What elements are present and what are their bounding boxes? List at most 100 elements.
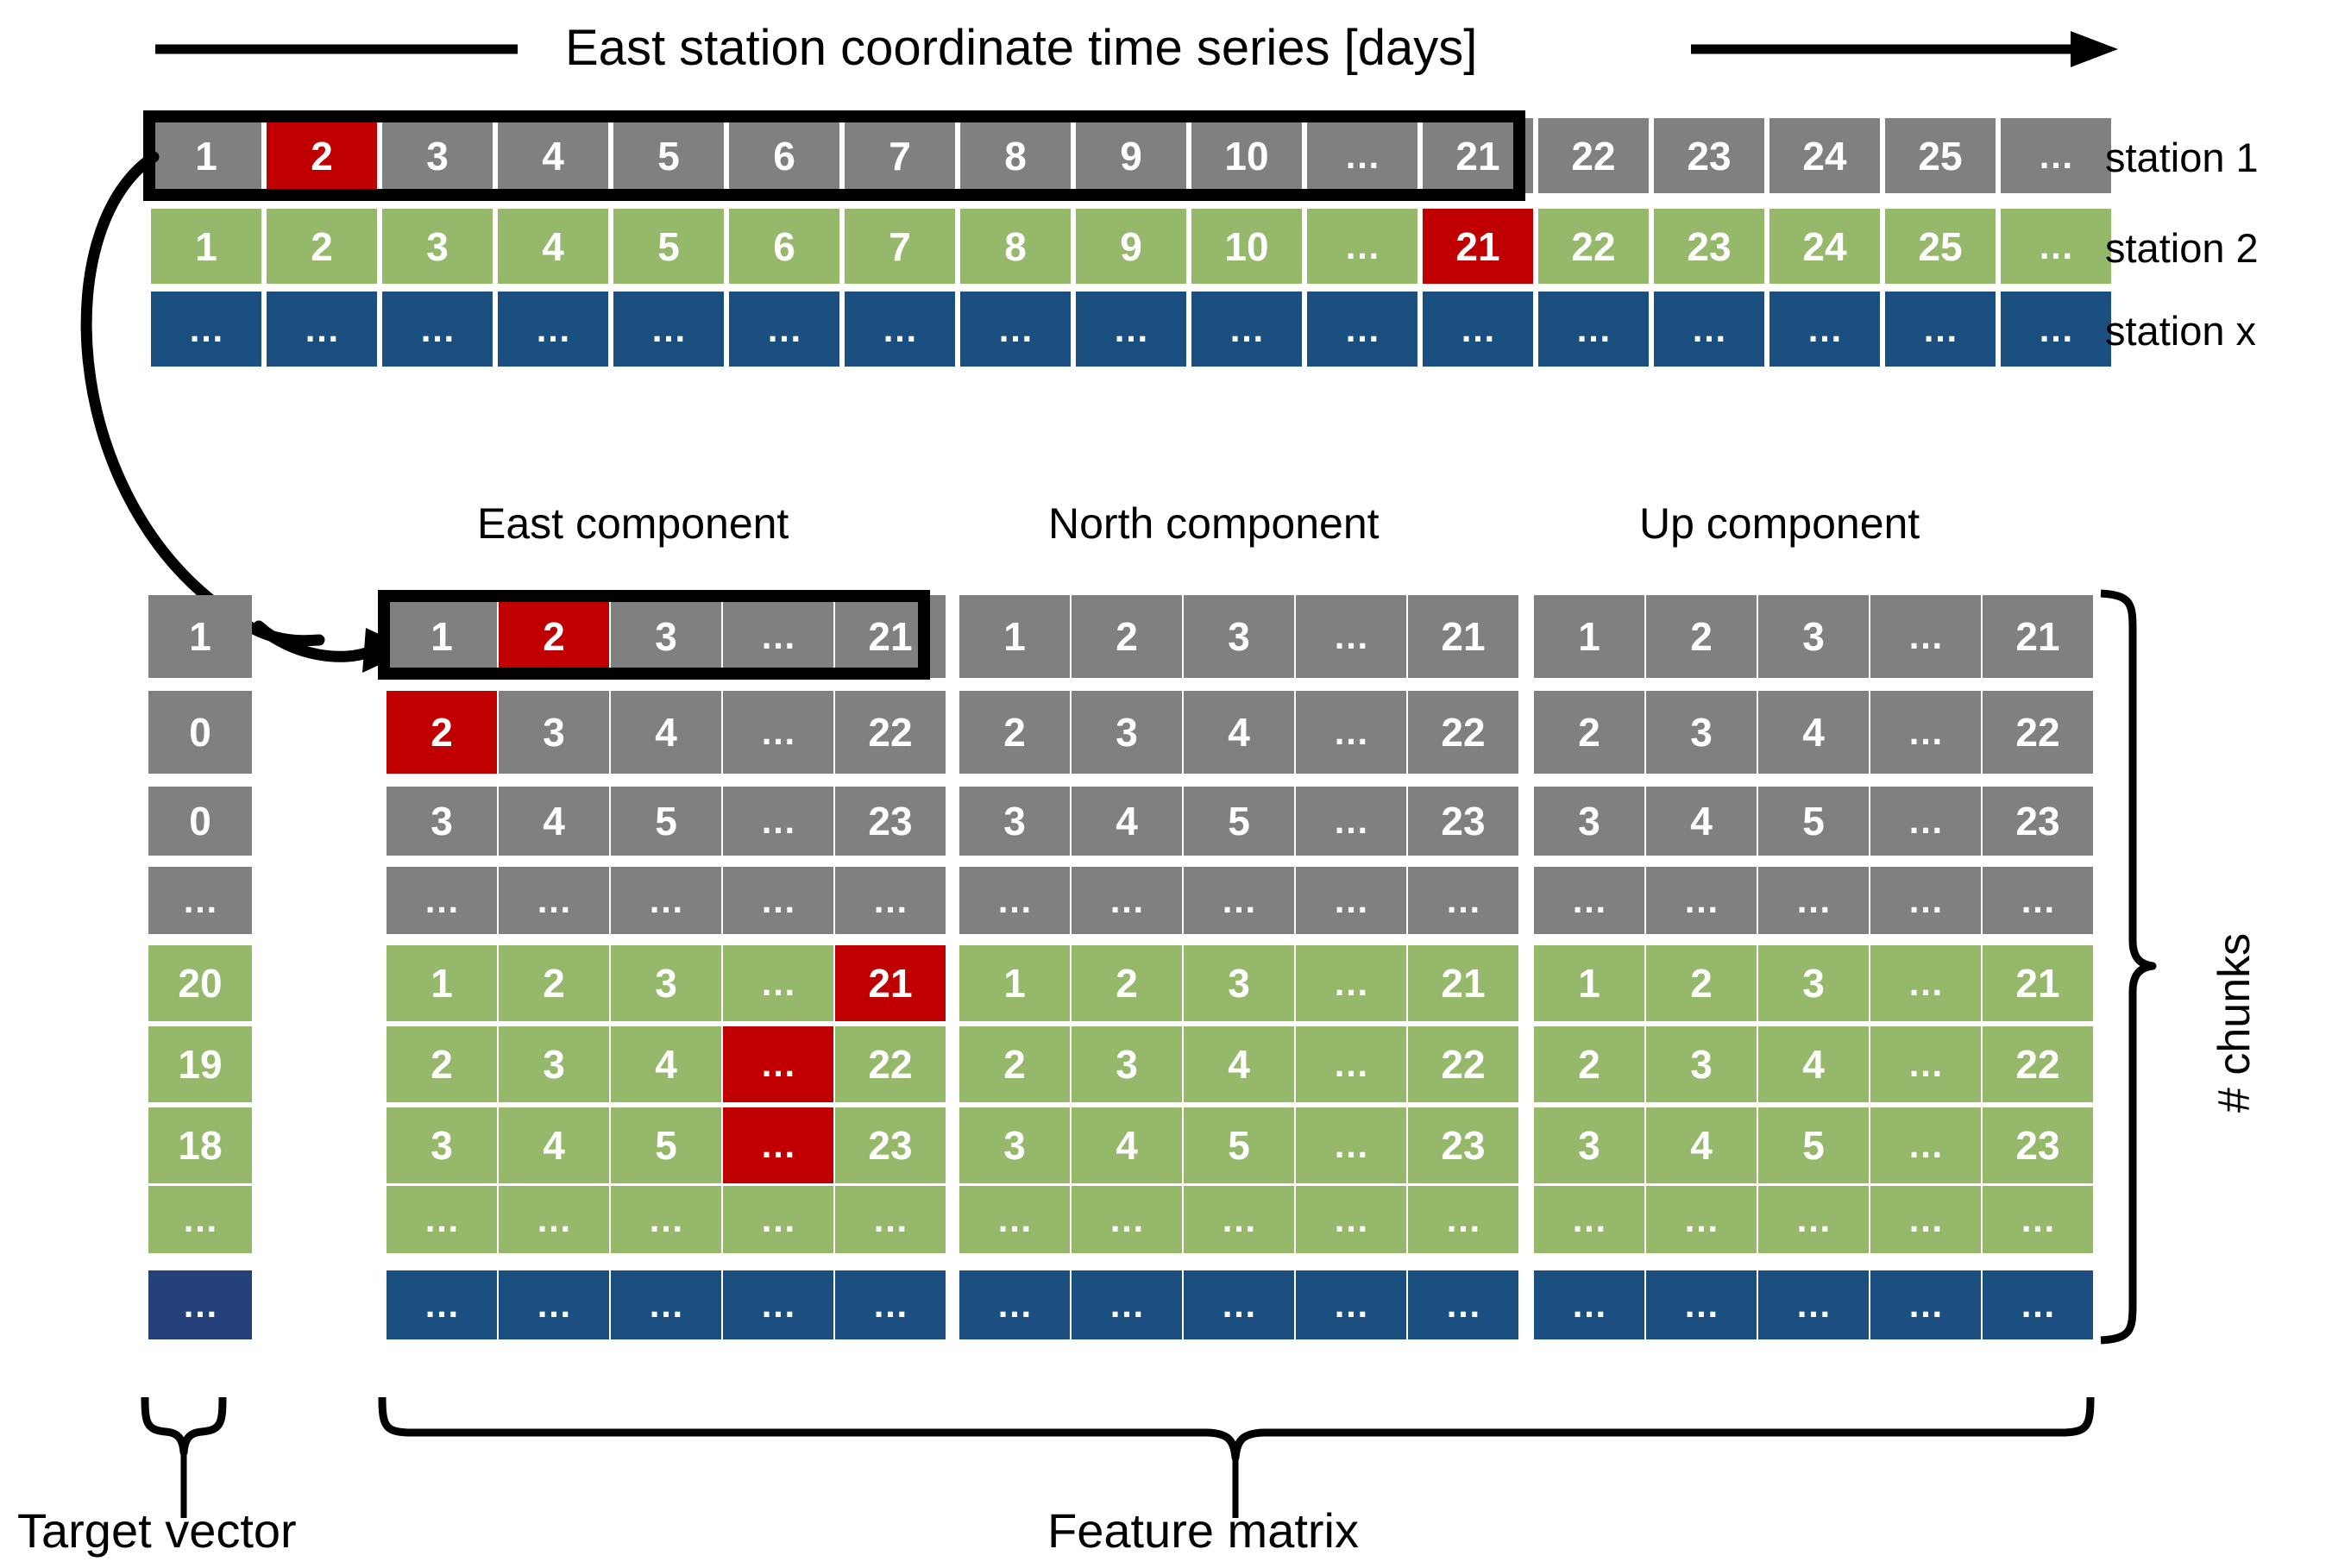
east-cell-r0-c1: 2 [499, 595, 609, 678]
cell-value: 2 [1690, 614, 1713, 659]
cell-value: … [1221, 1284, 1257, 1325]
timeseries-cell-r1-c0: 1 [151, 209, 261, 284]
target-vector-cell-0: 1 [148, 595, 252, 678]
cell-value: … [1333, 963, 1369, 1003]
cell-value: … [536, 880, 572, 920]
cell-value: 3 [543, 1042, 565, 1087]
cell-value: … [760, 963, 796, 1003]
up-cell-r8-c4: … [1983, 1270, 2093, 1339]
up-cell-r4-c0: 1 [1534, 945, 1644, 1021]
cell-value: 21 [868, 961, 913, 1006]
east-cell-r1-c4: 22 [835, 691, 946, 774]
cell-value: 1 [431, 961, 453, 1006]
up-cell-r1-c4: 22 [1983, 691, 2093, 774]
north-cell-r6-c2: 5 [1184, 1107, 1294, 1183]
cell-value: 25 [1918, 133, 1963, 179]
cell-value: … [760, 800, 796, 841]
east-cell-r1-c1: 3 [499, 691, 609, 774]
cell-value: 4 [1802, 1042, 1825, 1087]
north-cell-r2-c1: 4 [1072, 787, 1182, 856]
up-cell-r6-c4: 23 [1983, 1107, 2093, 1183]
station-label-3: station x [2105, 308, 2257, 354]
north-cell-r0-c4: 21 [1408, 595, 1518, 678]
cell-value: 3 [1003, 1123, 1026, 1168]
up-cell-r7-c2: … [1758, 1186, 1869, 1253]
cell-value: … [1575, 308, 1612, 349]
cell-value: 2 [543, 614, 565, 659]
up-cell-r6-c3: … [1870, 1107, 1981, 1183]
cell-value: 19 [178, 1042, 223, 1087]
cell-value: 22 [1571, 133, 1616, 179]
cell-value: … [182, 1199, 218, 1239]
cell-value: 8 [1004, 133, 1027, 179]
cell-value: … [182, 1284, 218, 1325]
east-cell-r2-c2: 5 [611, 787, 721, 856]
north-cell-r1-c4: 22 [1408, 691, 1518, 774]
cell-value: … [1109, 1284, 1145, 1325]
cell-value: 5 [657, 133, 680, 179]
cell-value: … [188, 308, 224, 349]
cell-value: 3 [426, 133, 449, 179]
component-title-east: East component [477, 499, 789, 548]
cell-value: 3 [431, 1123, 453, 1168]
cell-value: 21 [1455, 133, 1500, 179]
north-cell-r5-c2: 4 [1184, 1026, 1294, 1102]
cell-value: 10 [1224, 223, 1269, 269]
cell-value: … [2020, 1199, 2056, 1239]
cell-value: … [2038, 308, 2074, 349]
up-cell-r4-c1: 2 [1646, 945, 1757, 1021]
cell-value: 2 [1690, 961, 1713, 1006]
cell-value: … [1795, 1199, 1832, 1239]
cell-value: … [996, 1284, 1033, 1325]
up-cell-r3-c1: … [1646, 867, 1757, 934]
timeseries-cell-r0-c4: 5 [613, 118, 724, 193]
timeseries-cell-r0-c6: 7 [845, 118, 955, 193]
timeseries-cell-r2-c0: … [151, 292, 261, 367]
north-cell-r6-c0: 3 [959, 1107, 1070, 1183]
north-cell-r6-c3: … [1296, 1107, 1406, 1183]
north-cell-r4-c0: 1 [959, 945, 1070, 1021]
cell-value: 3 [1690, 710, 1713, 755]
cell-value: 5 [1802, 1123, 1825, 1168]
cell-value: … [1333, 1125, 1369, 1165]
cell-value: 4 [542, 133, 564, 179]
east-cell-r3-c3: … [723, 867, 833, 934]
east-cell-r8-c4: … [835, 1270, 946, 1339]
cell-value: … [1807, 308, 1843, 349]
up-cell-r1-c3: … [1870, 691, 1981, 774]
cell-value: 6 [773, 223, 795, 269]
cell-value: … [1445, 880, 1481, 920]
up-cell-r2-c4: 23 [1983, 787, 2093, 856]
cell-value: … [760, 1044, 796, 1084]
timeseries-cell-r0-c14: 24 [1769, 118, 1880, 193]
cell-value: 3 [1578, 799, 1600, 844]
up-cell-r5-c1: 3 [1646, 1026, 1757, 1102]
cell-value: … [1571, 1284, 1607, 1325]
east-cell-r1-c3: … [723, 691, 833, 774]
cell-value: … [1333, 712, 1369, 752]
cell-value: 9 [1120, 133, 1142, 179]
cell-value: … [1333, 1284, 1369, 1325]
cell-value: … [648, 1284, 684, 1325]
cell-value: … [1333, 1199, 1369, 1239]
up-cell-r0-c3: … [1870, 595, 1981, 678]
cell-value: 23 [868, 799, 913, 844]
up-cell-r1-c2: 4 [1758, 691, 1869, 774]
up-cell-r8-c0: … [1534, 1270, 1644, 1339]
cell-value: 5 [1228, 799, 1250, 844]
up-cell-r2-c1: 4 [1646, 787, 1757, 856]
cell-value: 10 [1224, 133, 1269, 179]
north-cell-r1-c0: 2 [959, 691, 1070, 774]
up-cell-r6-c0: 3 [1534, 1107, 1644, 1183]
east-cell-r7-c2: … [611, 1186, 721, 1253]
north-cell-r1-c3: … [1296, 691, 1406, 774]
cell-value: … [1571, 880, 1607, 920]
cell-value: … [872, 880, 908, 920]
cell-value: 5 [655, 1123, 677, 1168]
timeseries-cell-r1-c15: 25 [1885, 209, 1996, 284]
east-cell-r2-c0: 3 [387, 787, 497, 856]
up-cell-r6-c2: 5 [1758, 1107, 1869, 1183]
timeseries-cell-r2-c3: … [498, 292, 608, 367]
timeseries-cell-r1-c2: 3 [382, 209, 493, 284]
